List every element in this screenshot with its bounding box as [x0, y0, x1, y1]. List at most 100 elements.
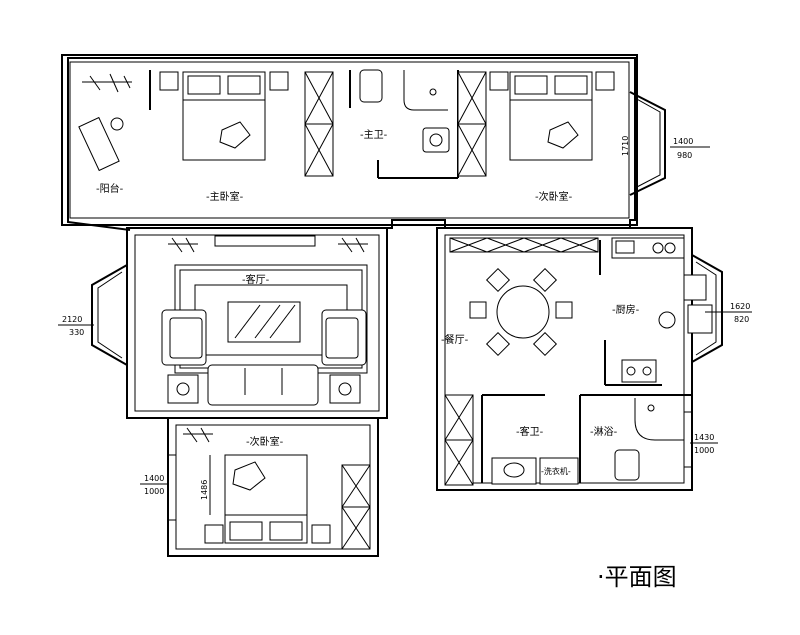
- wardrobe-cross: [444, 439, 474, 486]
- kitchen-fixtures: [611, 237, 713, 383]
- living-bay-window: [91, 264, 128, 366]
- coffee-table: [227, 301, 301, 343]
- dim-ne-wall: 1710: [621, 136, 630, 156]
- east-block-inner: [444, 234, 685, 484]
- burner-icon: [626, 366, 636, 376]
- kitchen-bay-window: [691, 254, 723, 363]
- cabinet-cross: [560, 237, 599, 253]
- pillow: [514, 75, 548, 95]
- cabinet-cross: [523, 237, 562, 253]
- tv-cabinet: [214, 235, 316, 247]
- nightstand: [595, 71, 615, 91]
- beds: [159, 71, 615, 544]
- wardrobe-cross: [457, 123, 487, 177]
- wardrobe-cross: [304, 123, 334, 177]
- plant-icon: [82, 73, 132, 93]
- wardrobes: [304, 71, 599, 550]
- wardrobe-cross: [341, 464, 371, 508]
- person-icon: [658, 311, 676, 329]
- plan-title: ·平面图: [597, 563, 677, 591]
- glass-reflection: [234, 304, 261, 339]
- east-block: [436, 227, 693, 491]
- cushions: [219, 121, 251, 149]
- room-label-master-bath: -主卫-: [360, 129, 388, 141]
- cushions: [547, 121, 579, 149]
- fridge-icon: [683, 274, 707, 301]
- nightstand: [489, 71, 509, 91]
- dim-sw-window-top: 1400: [144, 474, 164, 483]
- sink-bowl: [429, 133, 443, 147]
- room-label-balcony: -阳台-: [96, 182, 124, 195]
- north-block-outline: [61, 54, 638, 226]
- dining-cabinet: [449, 237, 599, 253]
- glass-reflection: [269, 304, 296, 339]
- chair-icon: [532, 267, 558, 293]
- chair-icon: [555, 301, 573, 319]
- nightstand: [311, 524, 331, 544]
- dimension-lines: [58, 146, 752, 515]
- chair-icon: [469, 301, 487, 319]
- nightstand: [204, 524, 224, 544]
- toilet-icon: [614, 449, 640, 481]
- plant-icon: [338, 237, 368, 253]
- room-label-shower: -淋浴-: [590, 425, 618, 438]
- lounger-icon: [78, 116, 120, 172]
- dim-ne-window-top: 1400: [673, 137, 693, 146]
- plant-icon: [168, 237, 198, 253]
- room-label-second-bedroom-ne: -次卧室-: [535, 190, 573, 203]
- chair-icon: [532, 331, 558, 357]
- chair-icon: [485, 267, 511, 293]
- wardrobe-cross: [444, 394, 474, 441]
- armchair-right-seat: [325, 317, 359, 359]
- dim-kitchen-window-top: 1620: [730, 302, 750, 311]
- sofa: [207, 364, 319, 406]
- shower-head-icon: [647, 404, 655, 412]
- kitchen-bay-window-inner: [695, 261, 717, 356]
- dim-shower-window-top: 1430: [694, 433, 714, 442]
- room-label-guest-bath: -客卫-: [516, 425, 544, 438]
- pillow: [187, 75, 221, 95]
- counter-side: [687, 304, 713, 334]
- master-bath-fixtures: [359, 69, 450, 153]
- toilet-icon: [359, 69, 383, 103]
- plants: [82, 73, 368, 443]
- living-block-inner: [134, 234, 380, 412]
- room-label-kitchen: -厨房-: [612, 303, 640, 316]
- balcony-lounger: [78, 116, 124, 172]
- room-label-master-bedroom: -主卧室-: [206, 190, 244, 203]
- side-table-round: [110, 117, 124, 131]
- washer-icon: [539, 457, 579, 485]
- lamp-icon: [338, 382, 352, 396]
- washer-label: -洗衣机-: [541, 466, 571, 476]
- wardrobe-cross: [304, 71, 334, 125]
- cabinet-cross: [486, 237, 525, 253]
- burner-icon: [642, 366, 652, 376]
- shower-head-icon: [429, 88, 437, 96]
- sink-icon: [615, 240, 635, 254]
- sink-bowl: [652, 242, 664, 254]
- bay-windows: [91, 91, 723, 521]
- dim-sw-window-bottom: 1000: [144, 487, 164, 496]
- shower-window: [683, 411, 693, 468]
- wardrobe-cross: [457, 71, 487, 125]
- stove-icon: [621, 359, 657, 383]
- shower-screen: [634, 398, 684, 441]
- plant-icon: [183, 427, 213, 443]
- room-label-dining-room: -餐厅-: [441, 333, 469, 346]
- dim-ne-window-bottom: 980: [677, 151, 692, 160]
- nightstand: [269, 71, 289, 91]
- guest-bath-fixtures: [491, 398, 684, 485]
- dim-kitchen-window-bottom: 820: [734, 315, 749, 324]
- pillow: [269, 521, 303, 541]
- sink-bowl: [664, 242, 676, 254]
- lamp-icon: [176, 382, 190, 396]
- living-furniture: [161, 235, 368, 406]
- dim-living-window-top: 2120: [62, 315, 82, 324]
- pillow: [227, 75, 261, 95]
- dim-living-window-bottom: 330: [69, 328, 84, 337]
- side-table: [167, 374, 199, 404]
- dining-table: [496, 285, 550, 339]
- dim-sw-wall: 1486: [200, 480, 209, 500]
- dim-shower-window-bottom: 1000: [694, 446, 714, 455]
- living-bay-window-inner: [97, 271, 123, 359]
